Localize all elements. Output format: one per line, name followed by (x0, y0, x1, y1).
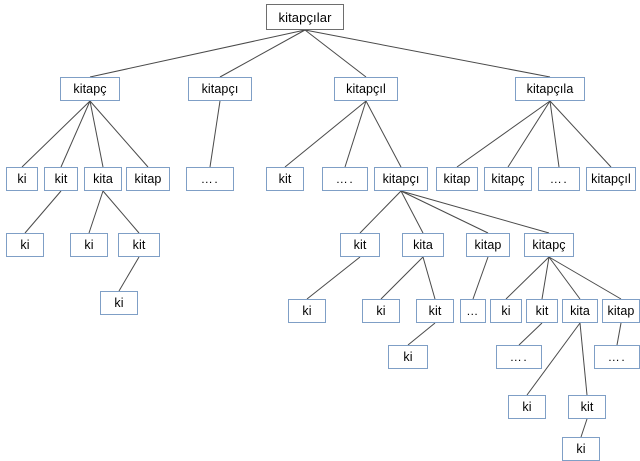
tree-node: ki (508, 395, 546, 419)
tree-node: kitapçı (374, 167, 428, 191)
tree-node: ki (6, 233, 44, 257)
tree-node: kitapçı (188, 77, 252, 101)
tree-edge (548, 256, 581, 300)
tree-node: ki (388, 345, 428, 369)
tree-node: ki (490, 299, 522, 323)
tree-edge (541, 256, 550, 300)
tree-node: kitapç (60, 77, 120, 101)
tree-edge (580, 418, 588, 438)
tree-edge (102, 190, 140, 234)
tree-edge (472, 256, 489, 300)
tree-edge (219, 29, 306, 78)
tree-edge (60, 100, 91, 168)
tree-node: ki (100, 291, 138, 315)
tree-edge (456, 100, 551, 168)
tree-edge (407, 322, 436, 346)
tree-edge (89, 100, 149, 168)
tree-edge (579, 322, 588, 396)
tree-edge (118, 256, 140, 292)
tree-node: ki (562, 437, 600, 461)
tree-node: …. (538, 167, 580, 191)
tree-node: ki (6, 167, 38, 191)
tree-edge (209, 100, 221, 168)
tree-node: …. (594, 345, 640, 369)
tree-node: kita (562, 299, 598, 323)
tree-node: … (460, 299, 486, 323)
tree-edge (88, 190, 104, 234)
tree-node: kitapçıla (515, 77, 585, 101)
tree-node: ki (70, 233, 108, 257)
tree-node: …. (322, 167, 368, 191)
tree-edge (359, 190, 402, 234)
tree-edge (21, 100, 91, 168)
tree-edge (284, 100, 367, 168)
tree-node: kitap (466, 233, 510, 257)
tree-edge (24, 190, 62, 234)
tree-edge (616, 322, 622, 346)
tree-node: …. (496, 345, 542, 369)
tree-edge (400, 190, 424, 234)
tree-node: kitapç (524, 233, 574, 257)
tree-edge (365, 100, 402, 168)
tree-node: kit (118, 233, 160, 257)
tree-edge (422, 256, 436, 300)
tree-node: kitapçıl (586, 167, 636, 191)
tree-edge (380, 256, 424, 300)
tree-node: kita (84, 167, 122, 191)
tree-node: kitap (602, 299, 640, 323)
tree-edge (89, 29, 306, 78)
tree-edge (304, 29, 367, 78)
tree-node: kit (266, 167, 304, 191)
tree-node: kit (44, 167, 78, 191)
tree-edge (344, 100, 367, 168)
tree-edge (518, 322, 543, 346)
tree-edge (549, 100, 560, 168)
tree-edge (549, 100, 612, 168)
tree-edge (89, 100, 104, 168)
tree-node: kit (340, 233, 380, 257)
tree-node: kit (568, 395, 606, 419)
tree-node: kit (526, 299, 558, 323)
tree-node: kita (402, 233, 444, 257)
tree-node: ki (288, 299, 326, 323)
tree-node: kitapç (484, 167, 532, 191)
tree-edge (548, 256, 622, 300)
tree-node: kitapçıl (334, 77, 398, 101)
tree-node: kit (416, 299, 454, 323)
tree-edge (400, 190, 550, 234)
tree-edge (400, 190, 489, 234)
tree-edge (505, 256, 550, 300)
tree-node: kitap (436, 167, 478, 191)
tree-node: …. (186, 167, 234, 191)
tree-edge (306, 256, 361, 300)
tree-node: ki (362, 299, 400, 323)
tree-edge (304, 29, 551, 78)
tree-node: kitap (126, 167, 170, 191)
tree-edge (507, 100, 551, 168)
tree-node: kitapçılar (266, 4, 344, 30)
